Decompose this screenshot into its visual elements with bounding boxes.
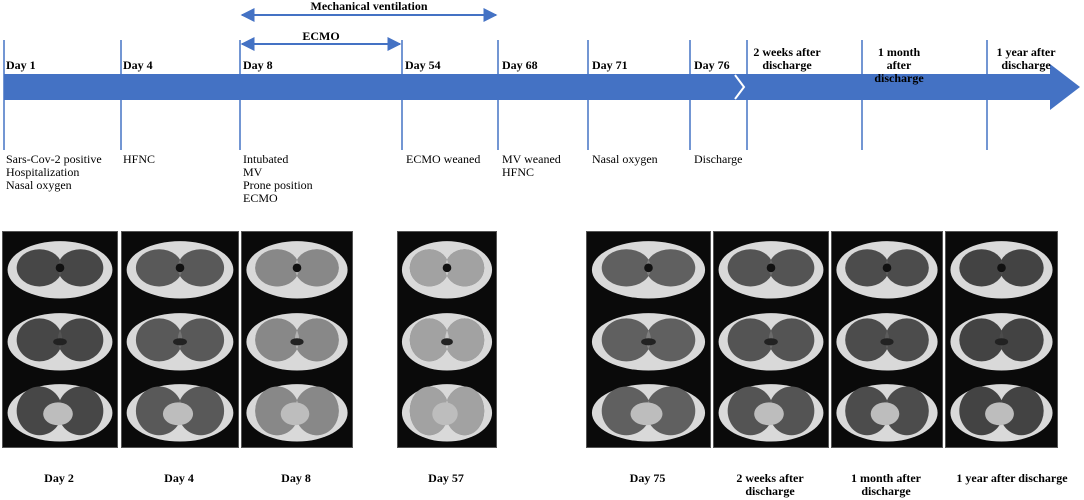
event-text: HFNC [502, 165, 535, 179]
ct-slice [126, 241, 234, 299]
ct-panel-day-2 [2, 231, 118, 448]
arrow-chevron-mark [734, 74, 746, 100]
ct-slice [7, 312, 113, 371]
day-label-1-year: 1 year after discharge [996, 45, 1056, 72]
ct-slice [401, 384, 493, 442]
ct-slice [950, 241, 1053, 299]
event-text: Sars-Cov-2 positive [6, 152, 102, 166]
ct-caption-day-8: Day 8 [281, 471, 311, 485]
event-text: Prone position [243, 178, 313, 192]
ct-caption-day-2: Day 2 [44, 471, 74, 485]
timeline-arrow [4, 64, 1080, 110]
ct-slice [836, 384, 938, 442]
events-day-68: MV weaned HFNC [502, 153, 561, 179]
ct-slice [7, 384, 113, 442]
day-label-day-1: Day 1 [6, 58, 36, 72]
events-day-76: Discharge [694, 153, 742, 166]
ct-slice [718, 312, 824, 371]
ct-slice [718, 384, 824, 442]
day-label-day-8: Day 8 [243, 58, 273, 72]
ct-slice [950, 312, 1053, 371]
ct-slice [401, 241, 493, 299]
ct-panel-day-4 [121, 231, 239, 448]
event-text: Nasal oxygen [6, 178, 72, 192]
event-text: HFNC [123, 152, 156, 166]
events-day-8: Intubated MV Prone position ECMO [243, 153, 313, 205]
timeline-graphic [3, 8, 1080, 150]
day-label-day-54: Day 54 [405, 58, 441, 72]
ct-panel-day-75 [586, 231, 711, 448]
ct-caption-1-month: 1 month after discharge [851, 471, 921, 498]
ct-slice [591, 241, 706, 299]
event-text: Discharge [694, 152, 743, 166]
ct-caption-day-57: Day 57 [428, 471, 464, 485]
span-label-ecmo: ECMO [302, 29, 340, 43]
ct-slice [836, 241, 938, 299]
ct-slice [950, 384, 1053, 442]
ct-slice [7, 241, 113, 299]
ct-caption-day-75: Day 75 [629, 471, 666, 485]
day-label-day-68: Day 68 [502, 58, 538, 72]
event-text: Nasal oxygen [592, 152, 658, 166]
event-text: Hospitalization [6, 165, 80, 179]
day-label-1-month: 1 month after discharge [874, 45, 924, 85]
ct-caption-1-year: 1 year after discharge [956, 471, 1068, 485]
ct-slice [246, 312, 348, 371]
events-day-4: HFNC [123, 153, 155, 166]
ct-panel-day-57 [397, 231, 497, 448]
event-text: ECMO weaned [406, 152, 481, 166]
ct-panel-2-weeks [713, 231, 829, 448]
ct-slice [718, 241, 824, 299]
event-text: Intubated [243, 152, 289, 166]
event-text: ECMO [243, 191, 278, 205]
ct-slice [126, 384, 234, 442]
ct-caption-day-4: Day 4 [164, 471, 194, 485]
ct-panel-1-year [945, 231, 1058, 448]
ct-panel-1-month [831, 231, 943, 448]
day-label-day-4: Day 4 [123, 58, 153, 72]
events-day-1: Sars-Cov-2 positive Hospitalization Nasa… [6, 153, 102, 192]
span-label-mechanical-ventilation: Mechanical ventilation [310, 0, 428, 13]
event-text: MV [243, 165, 263, 179]
events-day-71: Nasal oxygen [592, 153, 658, 166]
day-label-2-weeks: 2 weeks after discharge [753, 45, 821, 72]
ct-slice [591, 384, 706, 442]
event-text: MV weaned [502, 152, 561, 166]
ct-panel-day-8 [241, 231, 353, 448]
ct-caption-2-weeks: 2 weeks after discharge [736, 471, 804, 498]
ct-slice [401, 312, 493, 371]
day-label-day-76: Day 76 [694, 58, 730, 72]
ct-slice [591, 312, 706, 371]
ct-slice [246, 384, 348, 442]
ct-slice [246, 241, 348, 299]
day-label-day-71: Day 71 [592, 58, 628, 72]
ct-slice [836, 312, 938, 371]
ct-slice [126, 312, 234, 371]
events-day-54: ECMO weaned [406, 153, 480, 166]
